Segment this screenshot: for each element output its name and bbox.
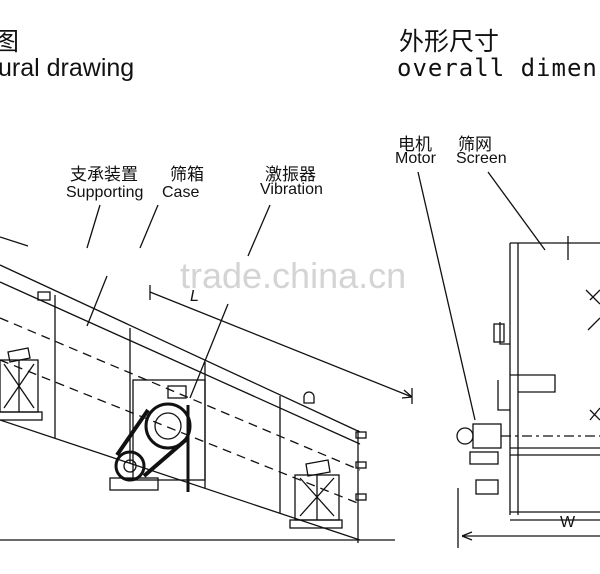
label-vibration-zh: 激振器 [265,165,316,185]
lifting-lug [303,391,315,404]
motor-pulley [114,450,146,482]
vibrator-assembly [109,379,206,492]
exciter-pulley [144,402,192,450]
spring-base [0,411,43,421]
dimension-L [0,285,413,541]
dim-arrow [461,531,473,541]
side-bracket [493,323,505,343]
left-title-zh: 图 [0,28,20,56]
motor-shaft-end [456,427,474,445]
left-title-en: ural drawing [0,54,135,82]
support-springs-left [0,347,43,421]
box-top-inner-edge [0,281,361,445]
label-case-en: Case [162,184,200,201]
leader-screen [487,171,546,251]
frame-left [509,243,519,515]
support-springs-right [289,459,343,529]
dim-label-W: W [560,514,576,531]
leader-lines-right [417,171,546,421]
label-case-zh: 筛箱 [170,165,204,185]
label-motor-en: Motor [395,150,436,167]
motor-front [456,423,600,495]
bracket [37,291,51,301]
spring-coil [3,360,35,412]
spring-hatch [585,289,600,421]
label-supporting-zh: 支承装置 [70,165,138,185]
motor-body [472,423,502,449]
label-supporting-en: Supporting [66,184,144,201]
leader-lines-left [0,204,271,399]
label-screen-en: Screen [456,150,507,167]
leader-motor [417,171,476,421]
vibrator-top-block [167,385,187,399]
label-vibration-en: Vibration [260,181,323,198]
motor-foot [475,479,499,495]
deck-2 [0,359,361,505]
cross-member [510,374,556,393]
dim-label-L: L [190,288,199,305]
watermark: trade.china.cn [180,255,407,296]
spring-cap [7,347,31,363]
bracket [355,431,367,439]
dim-arrow [401,389,413,399]
base-beam [510,511,600,521]
dimension-W [457,236,600,548]
dim-line-L [149,291,413,398]
right-title-zh: 外形尺寸 [399,28,500,56]
spring-base [289,519,343,529]
deck-1 [0,317,361,471]
label-motor-zh: 电机 [398,135,432,155]
box-top-edge [0,264,361,433]
leader-case [139,204,159,249]
dim-ext [149,285,413,404]
leader-vibration [189,204,271,399]
leader-supporting [86,204,108,327]
motor-hub [123,459,137,473]
motor-base [109,477,159,491]
side-plate [497,380,510,411]
screen-front-view [493,242,600,521]
screen-box-side-view [0,264,367,543]
spring-cap [305,459,331,477]
right-title-en: overall dimens [397,54,600,82]
cross-beam [510,447,600,456]
exciter-hub [154,412,182,440]
bracket [355,493,367,501]
v-belt [115,408,190,478]
bracket [355,461,367,469]
leader [0,236,29,247]
side-flange [499,322,510,345]
motor-mount [469,451,499,465]
spring-coil [299,475,335,520]
label-screen-zh: 筛网 [458,135,492,155]
